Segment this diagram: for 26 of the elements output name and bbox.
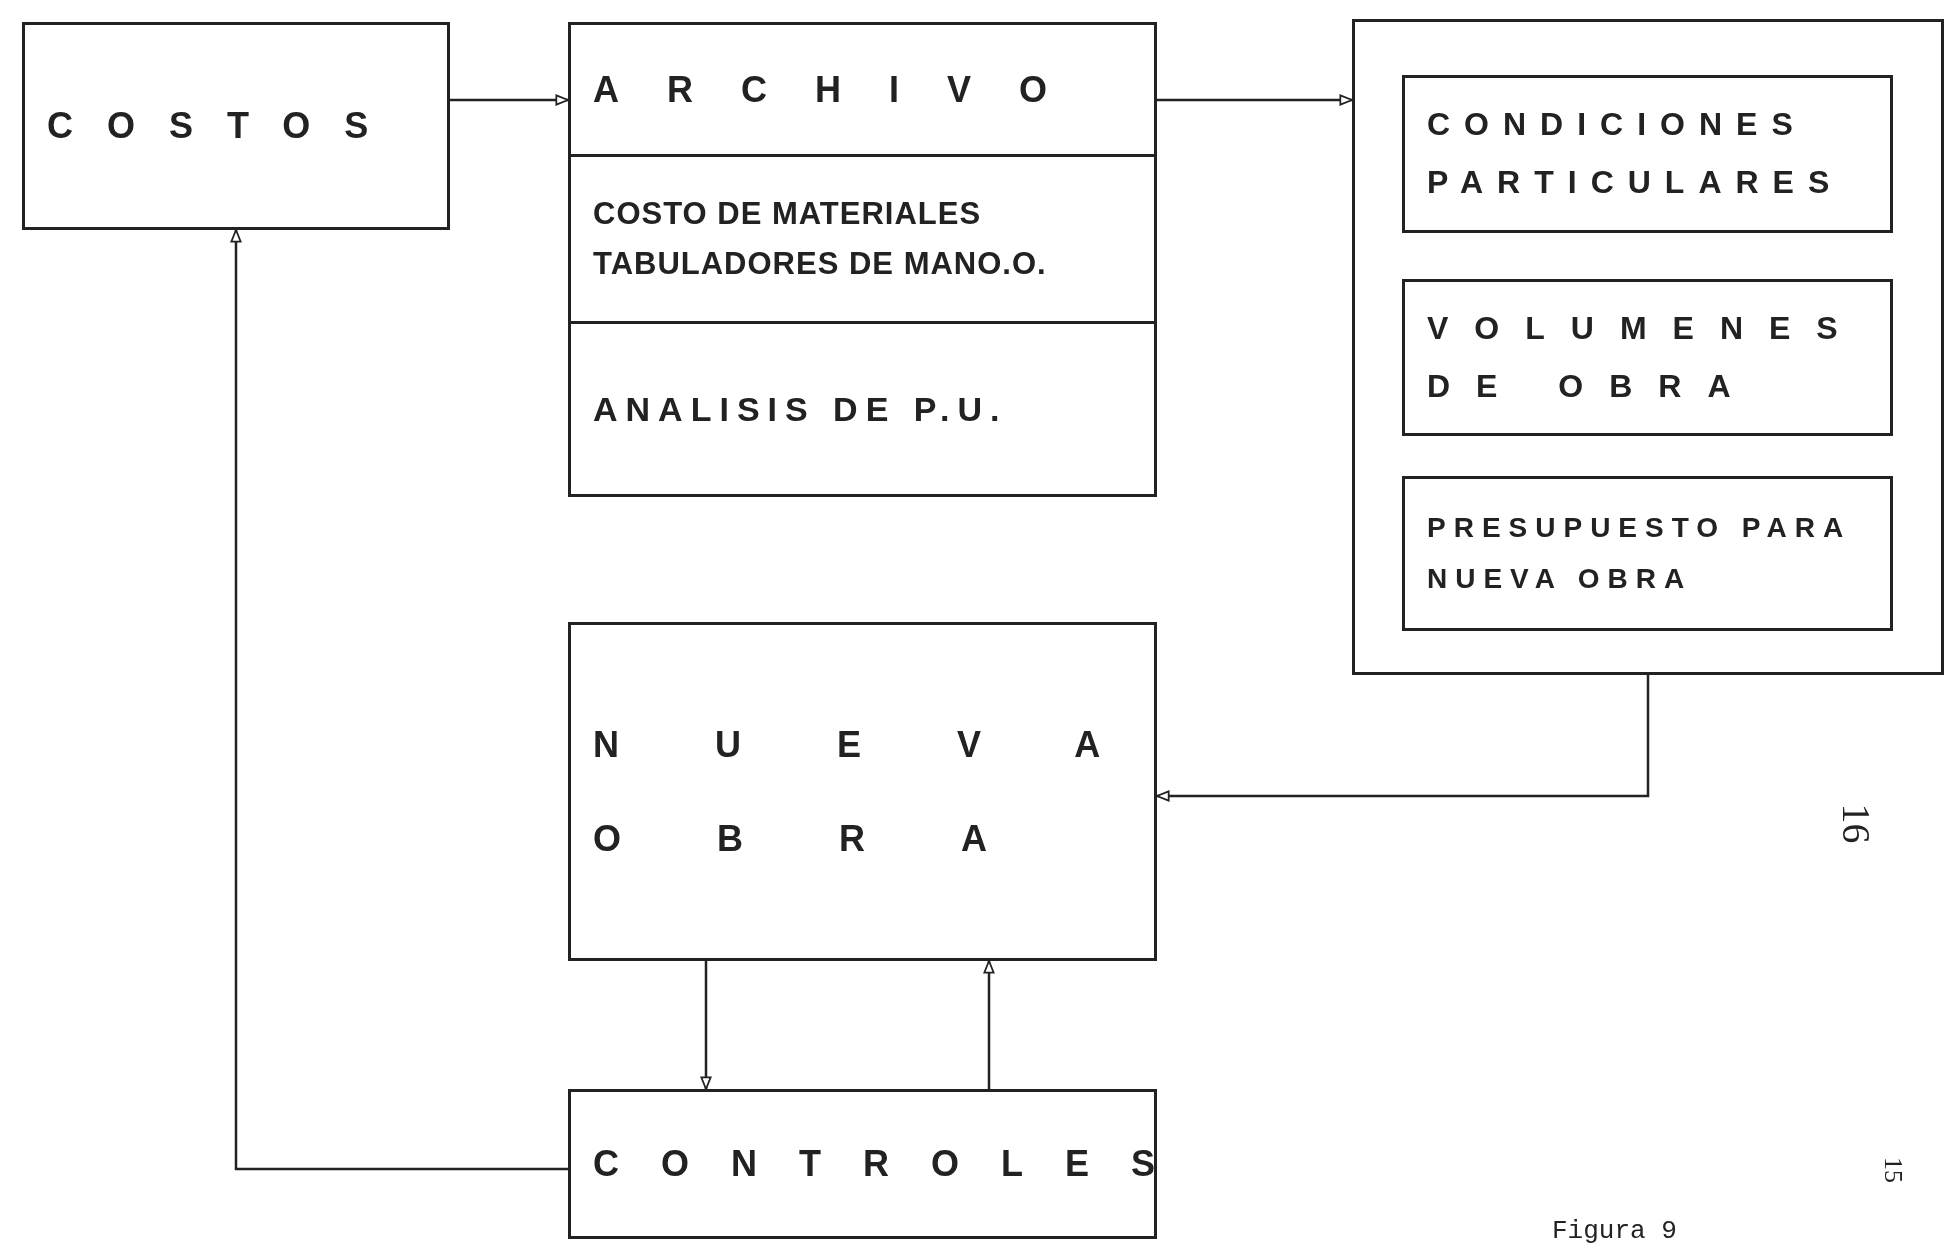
arrow — [700, 961, 712, 1090]
arrow — [230, 229, 568, 1171]
box-text: VOLUMENES DE OBRA — [1427, 308, 1865, 406]
process-box — [568, 1089, 1157, 1239]
figure-caption: Figura 9 — [1552, 1216, 1677, 1246]
box-text: NUEVA OBRA — [593, 722, 1153, 861]
box-heading: ARCHIVO — [593, 67, 1095, 112]
process-box — [1402, 75, 1893, 233]
box-text: COSTOS — [47, 103, 403, 148]
process-box — [22, 22, 450, 230]
box-text: ANALISIS DE P.U. — [593, 388, 1008, 430]
box-text: COSTO DE MATERIALES TABULADORES DE MANO.O. — [593, 195, 1048, 283]
page-number: 16 — [1832, 803, 1880, 844]
box-text: CONTROLES — [593, 1141, 1197, 1186]
arrow — [1156, 675, 1650, 802]
arrow — [450, 94, 569, 106]
arrow — [1157, 94, 1353, 106]
box-text: PRESUPUESTO PARA NUEVA OBRA — [1427, 511, 1852, 596]
page-number: 15 — [1878, 1157, 1908, 1183]
process-box — [1402, 279, 1893, 436]
group-box — [1352, 19, 1944, 675]
process-box — [1402, 476, 1893, 631]
box-text: CONDICIONES PARTICULARES — [1427, 105, 1845, 202]
process-box — [568, 22, 1157, 497]
process-box — [568, 622, 1157, 961]
arrow — [983, 960, 995, 1089]
